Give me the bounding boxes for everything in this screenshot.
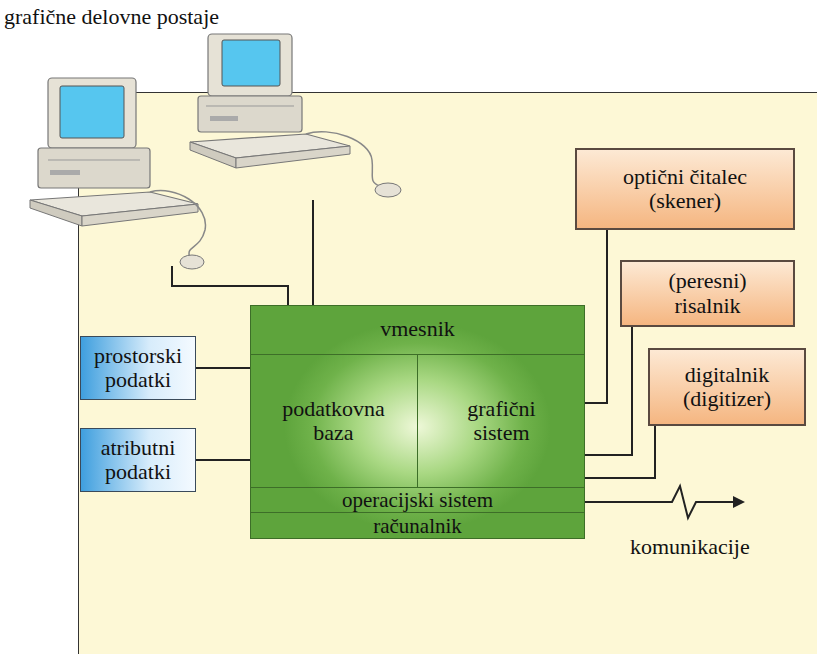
node-text: digitalnik (digitizer)	[662, 363, 792, 411]
node-text: (peresni) risalnik	[634, 269, 781, 317]
node-text: računalnik	[373, 516, 462, 537]
connector	[196, 368, 250, 369]
connector	[585, 426, 655, 478]
device-box: (peresni) risalnik	[620, 260, 795, 327]
node-text: podatkovna baza	[272, 397, 395, 445]
band: vmesnik	[250, 305, 585, 355]
device-box: digitalnik (digitizer)	[648, 348, 806, 426]
workstation-left	[30, 78, 205, 269]
band: operacijski sistem	[250, 487, 585, 513]
device-box: optični čitalec (skener)	[575, 148, 795, 230]
label: komunikacije	[628, 534, 752, 559]
band: grafični sistem	[418, 355, 585, 487]
connector	[585, 230, 607, 403]
connector	[585, 327, 632, 455]
band: podatkovna baza	[250, 355, 418, 487]
band: računalnik	[250, 513, 585, 539]
node-text: vmesnik	[380, 317, 455, 341]
node-text: atributni podatki	[87, 436, 189, 484]
title: grafične delovne postaje	[4, 4, 219, 29]
node-text: prostorski podatki	[87, 344, 189, 392]
connector	[196, 460, 250, 461]
node-text: grafični sistem	[440, 397, 563, 445]
data-box: atributni podatki	[80, 428, 196, 492]
workstation-right	[190, 34, 401, 197]
node-text: optični čitalec (skener)	[589, 165, 781, 213]
data-box: prostorski podatki	[80, 336, 196, 400]
node-text: operacijski sistem	[342, 490, 493, 511]
